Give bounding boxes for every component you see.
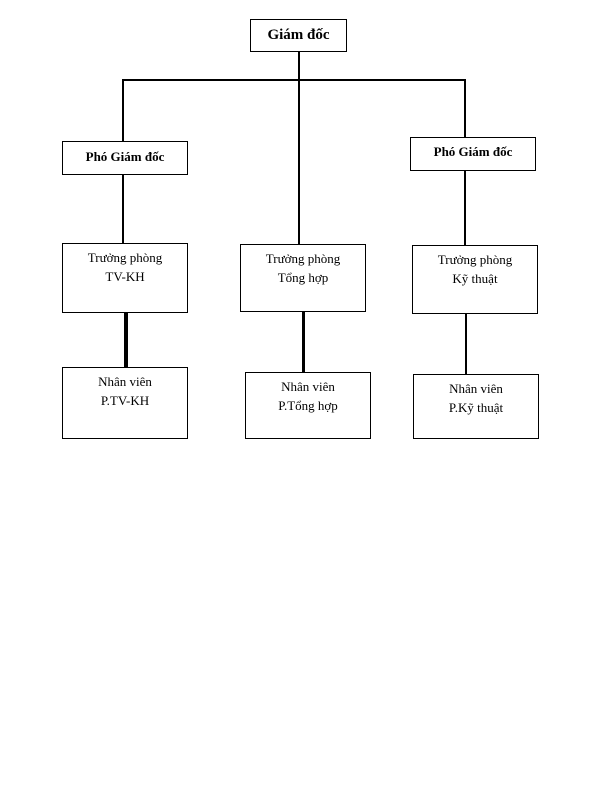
connector-head-tonghop-to-staff	[302, 311, 305, 372]
deputy-director-right-label: Phó Giám đốc	[433, 144, 513, 159]
head-tvkh-line1: Trưởng phòng	[87, 250, 163, 265]
head-tvkh-box: Trưởng phòng TV-KH	[62, 243, 188, 313]
deputy-director-left-label: Phó Giám đốc	[85, 149, 165, 164]
deputy-director-left-box: Phó Giám đốc	[62, 141, 188, 175]
head-kythuat-line1: Trưởng phòng	[437, 252, 513, 267]
staff-kythuat-box: Nhân viên P.Kỹ thuật	[413, 374, 539, 439]
head-tvkh-line2: TV-KH	[105, 269, 145, 284]
connector-head-tvkh-to-staff	[124, 312, 128, 368]
staff-tvkh-line1: Nhân viên	[98, 374, 152, 389]
connector-director-down	[298, 51, 300, 245]
staff-kythuat-line2: P.Kỹ thuật	[448, 400, 504, 415]
staff-tonghop-line1: Nhân viên	[281, 379, 335, 394]
staff-tonghop-line2: P.Tổng hợp	[278, 398, 338, 413]
head-kythuat-line2: Kỹ thuật	[452, 271, 498, 286]
director-box: Giám đốc	[250, 19, 347, 52]
head-tonghop-line2: Tổng hợp	[277, 270, 329, 285]
connector-deputy-left-to-head	[122, 174, 124, 244]
connector-deputy-right-to-head	[464, 170, 466, 245]
connector-left-drop	[122, 79, 124, 142]
connector-horizontal-top	[122, 79, 466, 81]
staff-kythuat-line1: Nhân viên	[449, 381, 503, 396]
head-kythuat-box: Trưởng phòng Kỹ thuật	[412, 245, 538, 314]
connector-head-kythuat-to-staff	[465, 313, 467, 374]
staff-tonghop-box: Nhân viên P.Tổng hợp	[245, 372, 371, 439]
head-tonghop-box: Trưởng phòng Tổng hợp	[240, 244, 366, 312]
head-tonghop-line1: Trưởng phòng	[265, 251, 341, 266]
deputy-director-right-box: Phó Giám đốc	[410, 137, 536, 171]
staff-tvkh-line2: P.TV-KH	[100, 393, 150, 408]
connector-right-drop	[464, 79, 466, 138]
staff-tvkh-box: Nhân viên P.TV-KH	[62, 367, 188, 439]
director-label: Giám đốc	[267, 27, 330, 43]
